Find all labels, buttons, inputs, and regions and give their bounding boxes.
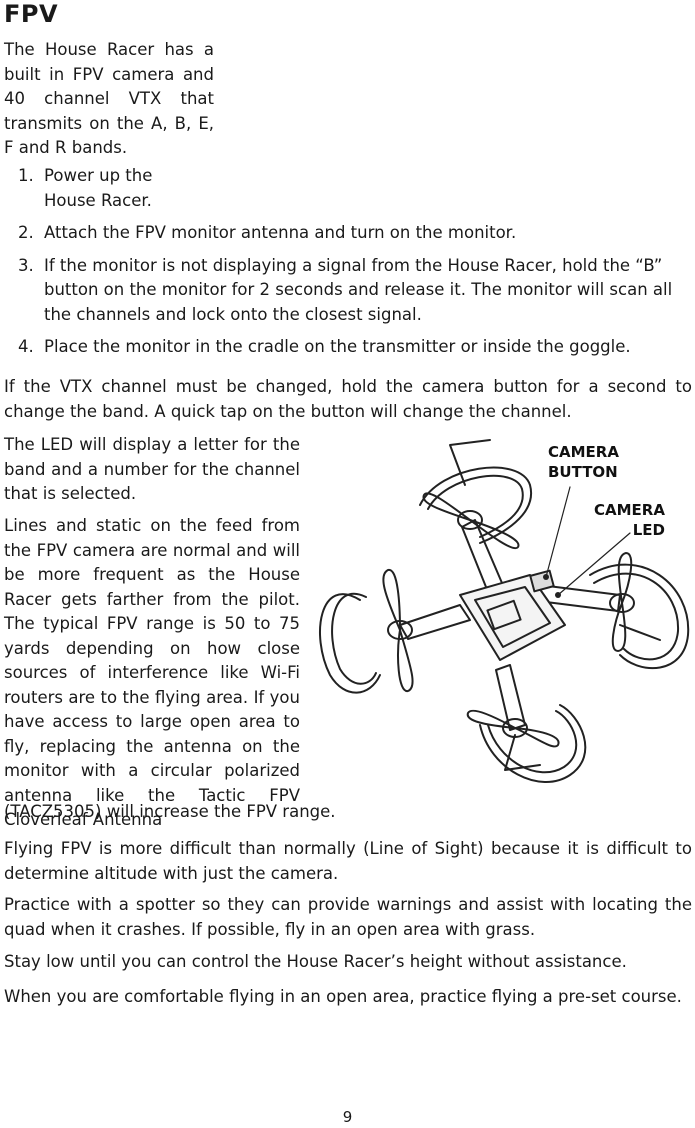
list-item: 2. Attach the FPV monitor antenna and tu…: [18, 221, 678, 246]
propeller-left-a: [382, 569, 401, 631]
propeller-bottom-a: [466, 709, 516, 729]
prop-guard-bottom: [479, 704, 587, 783]
propeller-right-a: [617, 552, 633, 604]
list-item: 1. Power up the House Racer.: [18, 164, 678, 213]
practice-course-paragraph: When you are comfortable flying in an op…: [4, 987, 682, 1006]
prop-guard-right-inner: [593, 572, 680, 661]
page-number: 9: [342, 1108, 353, 1126]
step-number: 4.: [18, 337, 34, 356]
stay-low-paragraph: Stay low until you can control the House…: [4, 952, 627, 971]
led-paragraph: The LED will display a letter for the ba…: [4, 435, 300, 503]
camera-button-leader: [545, 486, 571, 578]
motor-top: [457, 510, 483, 530]
callout-label: LED: [632, 521, 665, 539]
intro-paragraph: The House Racer has a built in FPV camer…: [4, 40, 214, 157]
fpv-camera: [529, 569, 555, 593]
propeller-right-b: [611, 602, 627, 652]
camera-led-leader: [557, 532, 631, 596]
prop-guard-top-inner: [427, 474, 524, 538]
list-item: 3. If the monitor is not displaying a si…: [18, 254, 678, 328]
step-text: If the monitor is not displaying a signa…: [44, 255, 673, 324]
callout-label: CAMERA: [594, 501, 665, 519]
vtx-channel-paragraph: If the VTX channel must be changed, hold…: [4, 377, 692, 421]
prop-guard-left-inner: [331, 592, 377, 685]
camera-led-callout: CAMERA LED: [594, 500, 665, 540]
motor-right: [609, 593, 635, 613]
house-racer-drone-illustration: [319, 439, 690, 783]
callout-label: BUTTON: [548, 463, 618, 481]
propeller-top-b: [469, 519, 520, 550]
landing-leg: [504, 734, 541, 771]
signal-range-paragraph: Lines and static on the feed from the FP…: [4, 516, 300, 829]
step-number: 3.: [18, 255, 34, 275]
step-number: 1.: [18, 166, 34, 185]
prop-guard-top: [419, 466, 533, 544]
setup-steps-list: 1. Power up the House Racer. 2. Attach t…: [18, 164, 678, 368]
propeller-left-b: [397, 629, 414, 692]
landing-leg: [619, 624, 661, 641]
camera-button-callout: CAMERA BUTTON: [548, 442, 619, 482]
prop-guard-bottom-inner: [487, 710, 578, 774]
landing-leg: [449, 439, 491, 486]
signal-range-paragraph-end: (TACZ5305) will increase the FPV range.: [4, 802, 336, 821]
propeller-bottom-b: [514, 727, 560, 748]
step-text: Attach the FPV monitor antenna and turn …: [44, 223, 517, 242]
section-heading: FPV: [4, 0, 59, 28]
step-text: Place the monitor in the cradle on the t…: [44, 337, 631, 356]
spotter-paragraph: Practice with a spotter so they can prov…: [4, 895, 692, 939]
prop-guard-left: [319, 593, 381, 694]
difficulty-paragraph: Flying FPV is more difficult than normal…: [4, 839, 692, 883]
arm-front-right: [495, 664, 526, 731]
arm-front-left: [399, 604, 471, 640]
callout-label: CAMERA: [548, 443, 619, 461]
prop-guard-right: [589, 563, 690, 669]
drone-body-detail: [474, 586, 551, 648]
list-item: 4. Place the monitor in the cradle on th…: [18, 335, 678, 360]
propeller-top-a: [422, 492, 471, 521]
step-number: 2.: [18, 223, 34, 242]
step-text: Power up the House Racer.: [44, 166, 153, 210]
battery-pack: [486, 599, 522, 631]
